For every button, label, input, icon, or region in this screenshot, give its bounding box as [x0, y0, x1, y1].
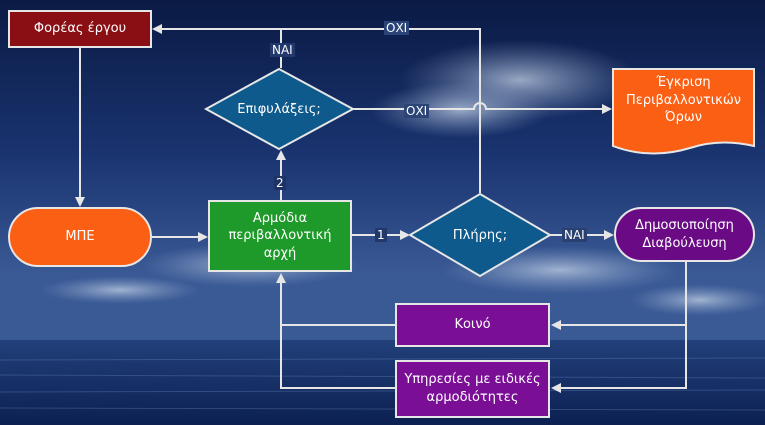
- mpe-box: ΜΠΕ: [8, 207, 152, 267]
- koino-box: Κοινό: [395, 303, 550, 347]
- ypiresies-box: Υπηρεσίες με ειδικές αρμοδιότητες: [395, 360, 550, 418]
- armodia-arxi-label: Αρμόδια περιβαλλοντική αρχή: [228, 210, 332, 261]
- epifylaxeis-diamond: [203, 67, 356, 151]
- armodia-arxi-box: Αρμόδια περιβαλλοντική αρχή: [208, 200, 352, 272]
- foreas-ergou-box: Φορέας έργου: [8, 10, 152, 48]
- dimosiopoiisi-box: Δημοσιοποίηση Διαβούλευση: [614, 207, 755, 262]
- edge-label-one: 1: [375, 228, 387, 242]
- edge-label-two: 2: [274, 176, 286, 190]
- plires-diamond: [408, 192, 552, 278]
- foreas-ergou-label: Φορέας έργου: [33, 21, 127, 37]
- egkrisi-label: Έγκριση Περιβαλλοντικών Όρων: [626, 75, 741, 126]
- arrow-ypiresies-to-arxi: [276, 273, 395, 389]
- ypiresies-label: Υπηρεσίες με ειδικές αρμοδιότητες: [404, 372, 541, 405]
- egkrisi-document-shape: [612, 68, 755, 155]
- egkrisi-document: Έγκριση Περιβαλλοντικών Όρων: [612, 68, 755, 150]
- arrow-dimosio-to-ypiresies: [551, 325, 687, 393]
- edge-label-nai-mid: ΝΑΙ: [562, 228, 587, 242]
- epifylaxeis-label: Επιφυλάξεις;: [237, 101, 321, 117]
- arrow-dimosio-to-koino: [551, 262, 687, 330]
- edge-label-oxi-mid: ΟΧΙ: [404, 104, 430, 118]
- plires-decision: Πλήρης;: [410, 193, 550, 277]
- epifylaxeis-decision: Επιφυλάξεις;: [205, 68, 353, 150]
- koino-label: Κοινό: [454, 317, 491, 333]
- dimosiopoiisi-label: Δημοσιοποίηση Διαβούλευση: [635, 217, 734, 251]
- edge-label-nai-top: ΝΑΙ: [270, 43, 295, 57]
- plires-label: Πλήρης;: [452, 227, 508, 243]
- arrow-epifylaxeis-to-egkrisi: [353, 102, 612, 114]
- edge-label-oxi-top: ΟΧΙ: [384, 21, 410, 35]
- arrow-plires-to-foreas: [152, 24, 481, 193]
- mpe-label: ΜΠΕ: [65, 229, 95, 245]
